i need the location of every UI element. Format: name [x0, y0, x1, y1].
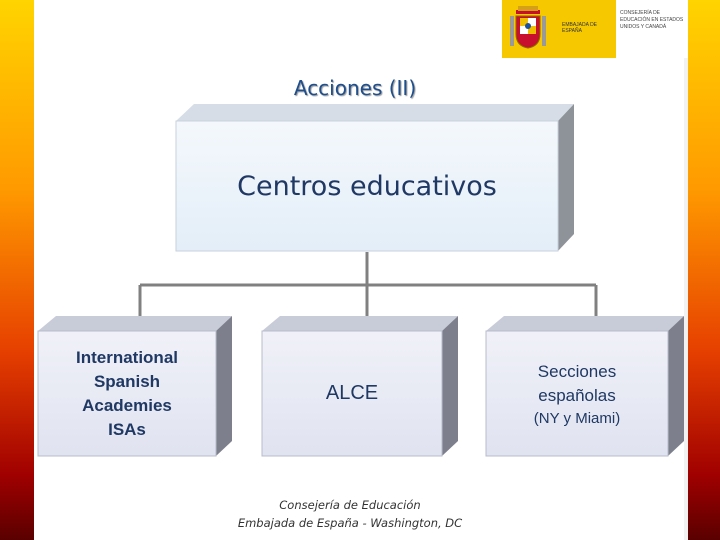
root-node: Centros educativos [176, 121, 558, 251]
consejeria-label: CONSEJERÍA DE EDUCACIÓN EN ESTADOS UNIDO… [620, 10, 684, 30]
slide-title: Acciones (II) [293, 76, 417, 100]
logo-white-panel: CONSEJERÍA DE EDUCACIÓN EN ESTADOS UNIDO… [616, 0, 688, 58]
child-node-isas-line-4: ISAs [108, 419, 146, 439]
child-node-secciones-line-1: Secciones [537, 362, 617, 381]
child-node-alce: ALCE [262, 331, 442, 456]
child-node-isas-line-1: International [75, 347, 178, 367]
child-node-secciones-sub: (NY y Miami) [533, 410, 621, 427]
child-box-1-shape [37, 316, 232, 457]
child-box-3-shape [485, 316, 684, 457]
child-node-secciones-line-2: españolas [538, 386, 616, 405]
child-box-2-shape [261, 316, 458, 457]
embassy-label: EMBAJADA DE ESPAÑA [562, 22, 598, 34]
footer-line-1: Consejería de Educación [279, 498, 421, 512]
root-node-label: Centros educativos [237, 170, 497, 202]
footer: Consejería de Educación Embajada de Espa… [200, 496, 500, 532]
child-node-secciones: Secciones españolas (NY y Miami) [486, 331, 668, 456]
root-box-shape [175, 104, 574, 252]
left-gradient-bar [0, 0, 34, 540]
right-gradient-bar [684, 0, 720, 540]
connector-lines [138, 252, 598, 318]
child-node-isas-line-2: Spanish [93, 371, 161, 391]
child-node-isas: International Spanish Academies ISAs [38, 331, 216, 456]
child-node-alce-label: ALCE [325, 382, 379, 404]
coat-of-arms-icon [510, 6, 546, 52]
child-node-isas-line-3: Academies [82, 395, 172, 415]
footer-line-2: Embajada de España - Washington, DC [237, 516, 463, 530]
embassy-logo: EMBAJADA DE ESPAÑA CONSEJERÍA DE EDUCACI… [502, 0, 688, 58]
